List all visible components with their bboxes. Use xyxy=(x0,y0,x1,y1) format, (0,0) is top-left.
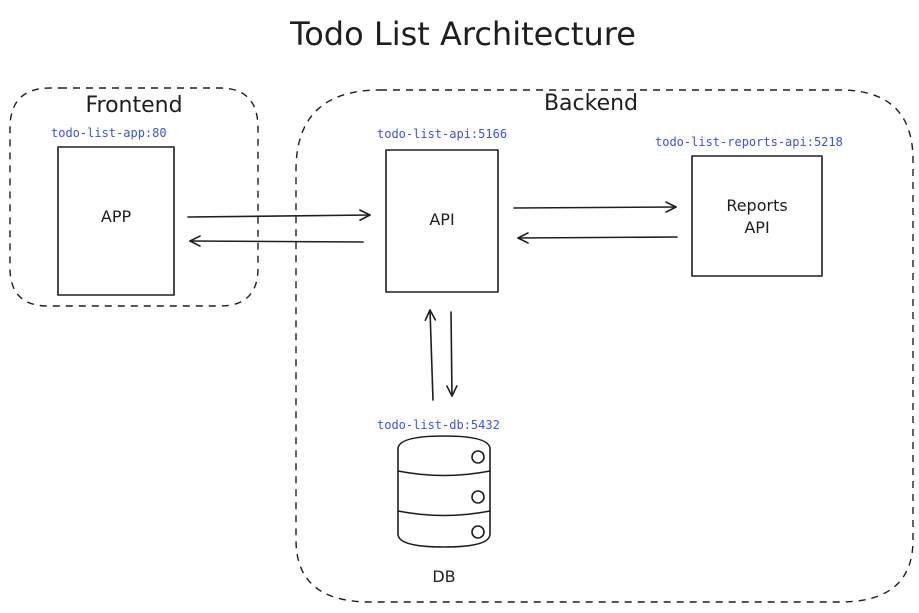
frontend-group-border xyxy=(9,87,259,307)
arrow-reports-to-api xyxy=(517,232,678,244)
reports-label-line1: Reports xyxy=(726,196,787,215)
api-label: API xyxy=(429,210,454,229)
database-icon xyxy=(397,435,491,548)
reports-box xyxy=(691,155,823,277)
diagram-title: Todo List Architecture xyxy=(289,15,636,53)
reports-label-line2: API xyxy=(744,218,769,237)
backend-group-label: Backend xyxy=(544,91,638,116)
app-label: APP xyxy=(101,207,132,226)
db-label: DB xyxy=(432,567,455,586)
api-port-label: todo-list-api:5166 xyxy=(377,127,507,141)
arrow-api-to-app xyxy=(189,235,364,247)
arrow-app-to-api xyxy=(187,209,371,221)
db-port-label: todo-list-db:5432 xyxy=(377,418,500,432)
reports-port-label: todo-list-reports-api:5218 xyxy=(655,135,843,149)
arrow-api-to-db xyxy=(446,311,458,397)
arrow-db-to-api xyxy=(424,309,437,401)
backend-group-border xyxy=(295,89,914,603)
arrow-api-to-reports xyxy=(513,201,677,213)
api-box xyxy=(385,149,499,293)
app-port-label: todo-list-app:80 xyxy=(51,126,167,140)
frontend-group-label: Frontend xyxy=(85,93,182,118)
app-box xyxy=(57,146,175,296)
